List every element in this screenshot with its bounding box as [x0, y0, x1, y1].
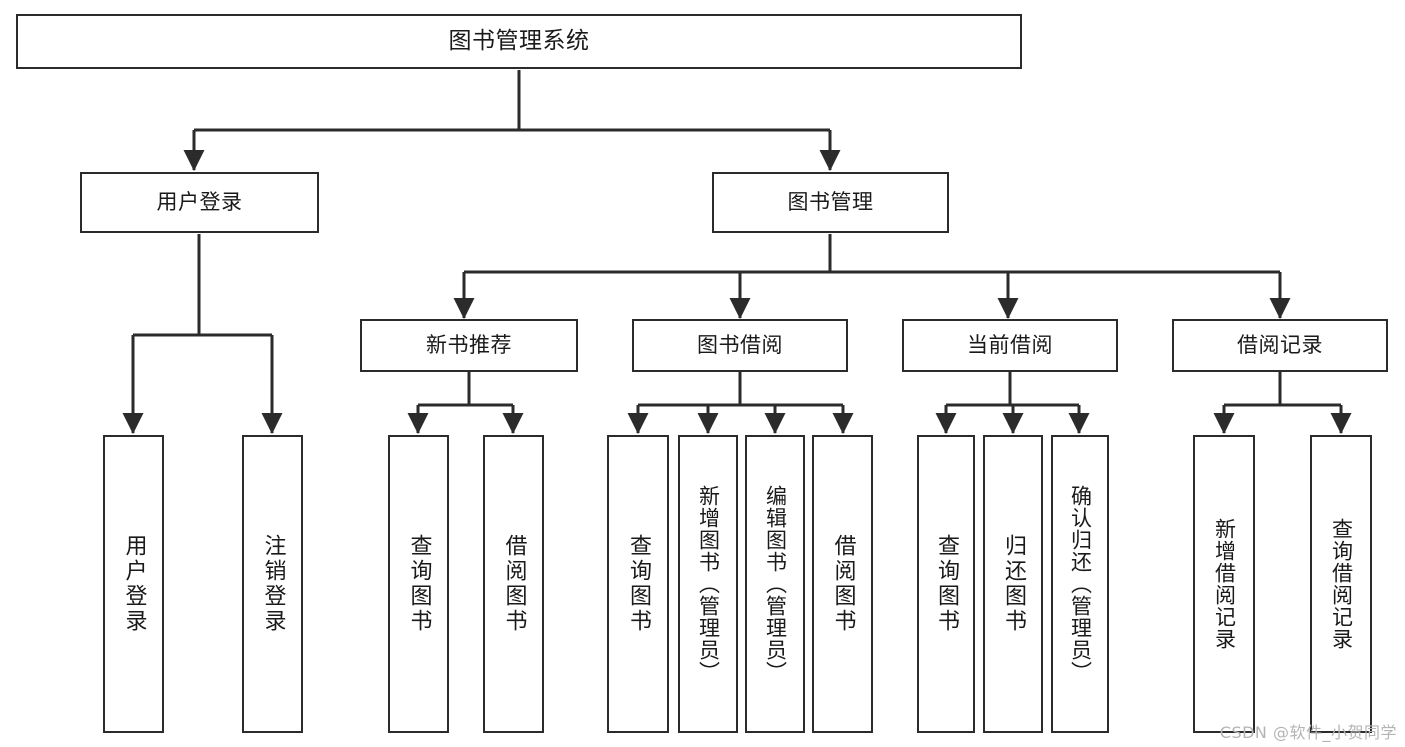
node-label: 注销登录 [260, 534, 286, 634]
node-label: 用户登录 [156, 190, 243, 215]
node-label: 图书管理 [787, 190, 874, 215]
leaf-logout[interactable]: 注销登录 [242, 435, 303, 733]
node-label: 借阅记录 [1237, 333, 1323, 358]
node-label: 新增图书（管理员） [696, 485, 721, 683]
node-label: 新增借阅记录 [1212, 518, 1237, 650]
node-book-management[interactable]: 图书管理 [712, 172, 949, 233]
leaf-newbook-borrow-book[interactable]: 借阅图书 [483, 435, 544, 733]
node-label: 用户登录 [121, 534, 147, 634]
leaf-newbook-query-book[interactable]: 查询图书 [388, 435, 449, 733]
node-label: 查询图书 [934, 534, 959, 634]
leaf-bookborrow-add-book-admin[interactable]: 新增图书（管理员） [678, 435, 738, 733]
leaf-borrowrecord-query-record[interactable]: 查询借阅记录 [1310, 435, 1372, 733]
leaf-borrowrecord-add-record[interactable]: 新增借阅记录 [1193, 435, 1255, 733]
node-label: 查询图书 [626, 534, 651, 634]
node-label: 确认归还（管理员） [1068, 485, 1093, 683]
node-label: 当前借阅 [967, 333, 1053, 358]
leaf-bookborrow-borrow-book[interactable]: 借阅图书 [812, 435, 873, 733]
node-label: 借阅图书 [501, 534, 527, 634]
node-label: 查询图书 [406, 534, 432, 634]
node-book-borrow[interactable]: 图书借阅 [632, 319, 848, 372]
node-label: 新书推荐 [426, 333, 512, 358]
node-label: 归还图书 [1001, 534, 1026, 634]
leaf-currentborrow-confirm-return-admin[interactable]: 确认归还（管理员） [1051, 435, 1109, 733]
node-label: 图书借阅 [697, 333, 783, 358]
node-new-book-recommend[interactable]: 新书推荐 [360, 319, 578, 372]
node-label: 借阅图书 [830, 534, 856, 634]
edges [122, 70, 1352, 435]
node-user-login[interactable]: 用户登录 [80, 172, 319, 233]
node-label: 查询借阅记录 [1329, 518, 1354, 650]
leaf-currentborrow-return-book[interactable]: 归还图书 [983, 435, 1043, 733]
leaf-user-login[interactable]: 用户登录 [103, 435, 164, 733]
node-root-system[interactable]: 图书管理系统 [16, 14, 1022, 69]
node-label: 图书管理系统 [448, 27, 590, 54]
node-label: 编辑图书（管理员） [763, 485, 788, 683]
node-borrow-record[interactable]: 借阅记录 [1172, 319, 1388, 372]
leaf-bookborrow-edit-book-admin[interactable]: 编辑图书（管理员） [745, 435, 805, 733]
leaf-bookborrow-query-book[interactable]: 查询图书 [607, 435, 669, 733]
node-current-borrow[interactable]: 当前借阅 [902, 319, 1118, 372]
leaf-currentborrow-query-book[interactable]: 查询图书 [917, 435, 975, 733]
